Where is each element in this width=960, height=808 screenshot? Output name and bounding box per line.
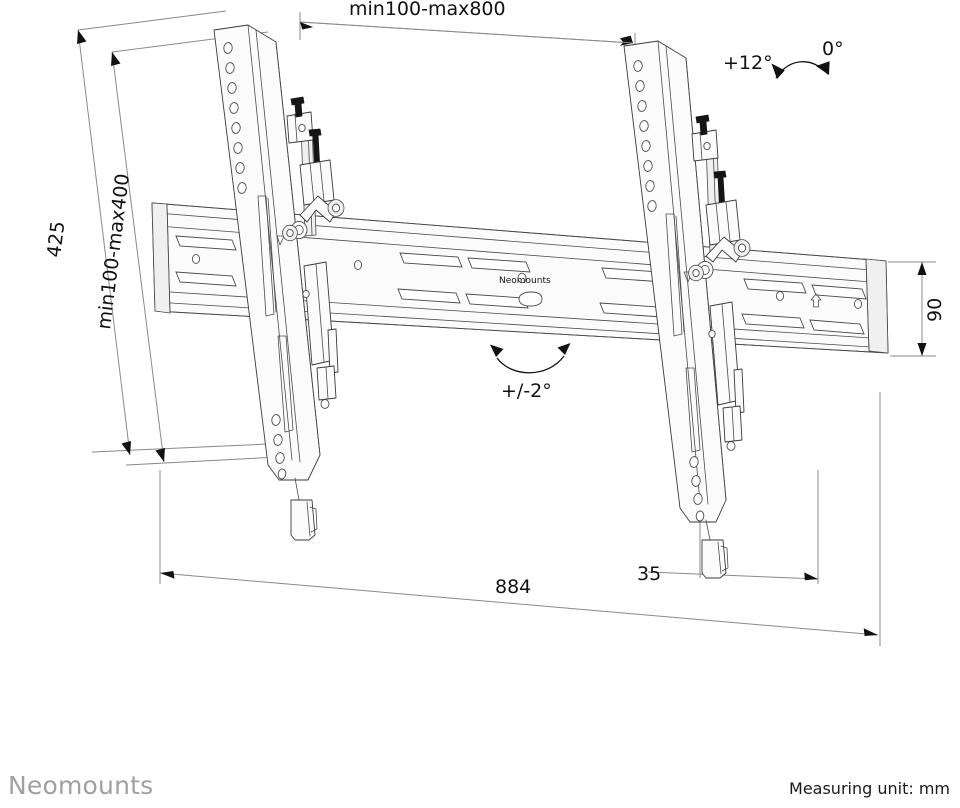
vesa-bracket-right — [623, 40, 729, 579]
bracket-left-bottom-hook — [290, 477, 318, 541]
dimension-label-total-height: 425 — [43, 220, 69, 259]
rail-brand-logo: Neomounts — [499, 276, 551, 286]
dimension-label-vesa-width: min100-max800 — [349, 0, 506, 20]
dimension-vesa-width: min100-max800 — [299, 0, 634, 46]
bracket-left-hole-column-top — [223, 42, 247, 194]
bracket-right-hole-column-bottom — [689, 456, 705, 522]
dimension-rail-height: 90 — [917, 262, 946, 356]
tilt-mechanism-right — [688, 114, 751, 451]
bracket-right-bottom-hook — [701, 519, 729, 579]
vesa-bracket-left — [213, 24, 321, 541]
footer-brand-logo: Neomounts — [8, 771, 154, 800]
tilt-mechanism-left — [282, 96, 345, 409]
footer-measuring-unit-note: Measuring unit: mm — [789, 779, 950, 798]
rail-hole-group — [191, 254, 863, 309]
dimension-wall-depth: 35 — [637, 563, 819, 585]
dimension-label-rail-height: 90 — [924, 298, 946, 322]
dimension-label-wall-depth: 35 — [637, 563, 661, 585]
bracket-right-hole-column-top — [633, 60, 657, 212]
angle-label-tilt-max: +12° — [723, 52, 773, 74]
dimension-label-total-width: 884 — [495, 576, 531, 598]
rail-slot-group-lower — [175, 271, 865, 335]
rail-orientation-arrow-icon — [810, 293, 822, 308]
bracket-left-hole-column-bottom — [271, 414, 287, 480]
dimension-extension-lines — [77, 10, 936, 646]
angle-roll-indicator: +/-2° — [490, 343, 571, 402]
dimension-total-height: 425 — [43, 29, 131, 456]
rail-slot-group-upper — [175, 235, 867, 300]
rail-center-slot — [518, 291, 543, 307]
dimension-label-vesa-height: min100-max400 — [93, 172, 134, 330]
angle-label-tilt-zero: 0° — [822, 38, 844, 60]
angle-label-roll: +/-2° — [501, 380, 552, 402]
angle-tilt-indicator: +12° 0° — [723, 38, 844, 79]
dimension-total-width: 884 — [159, 571, 879, 636]
